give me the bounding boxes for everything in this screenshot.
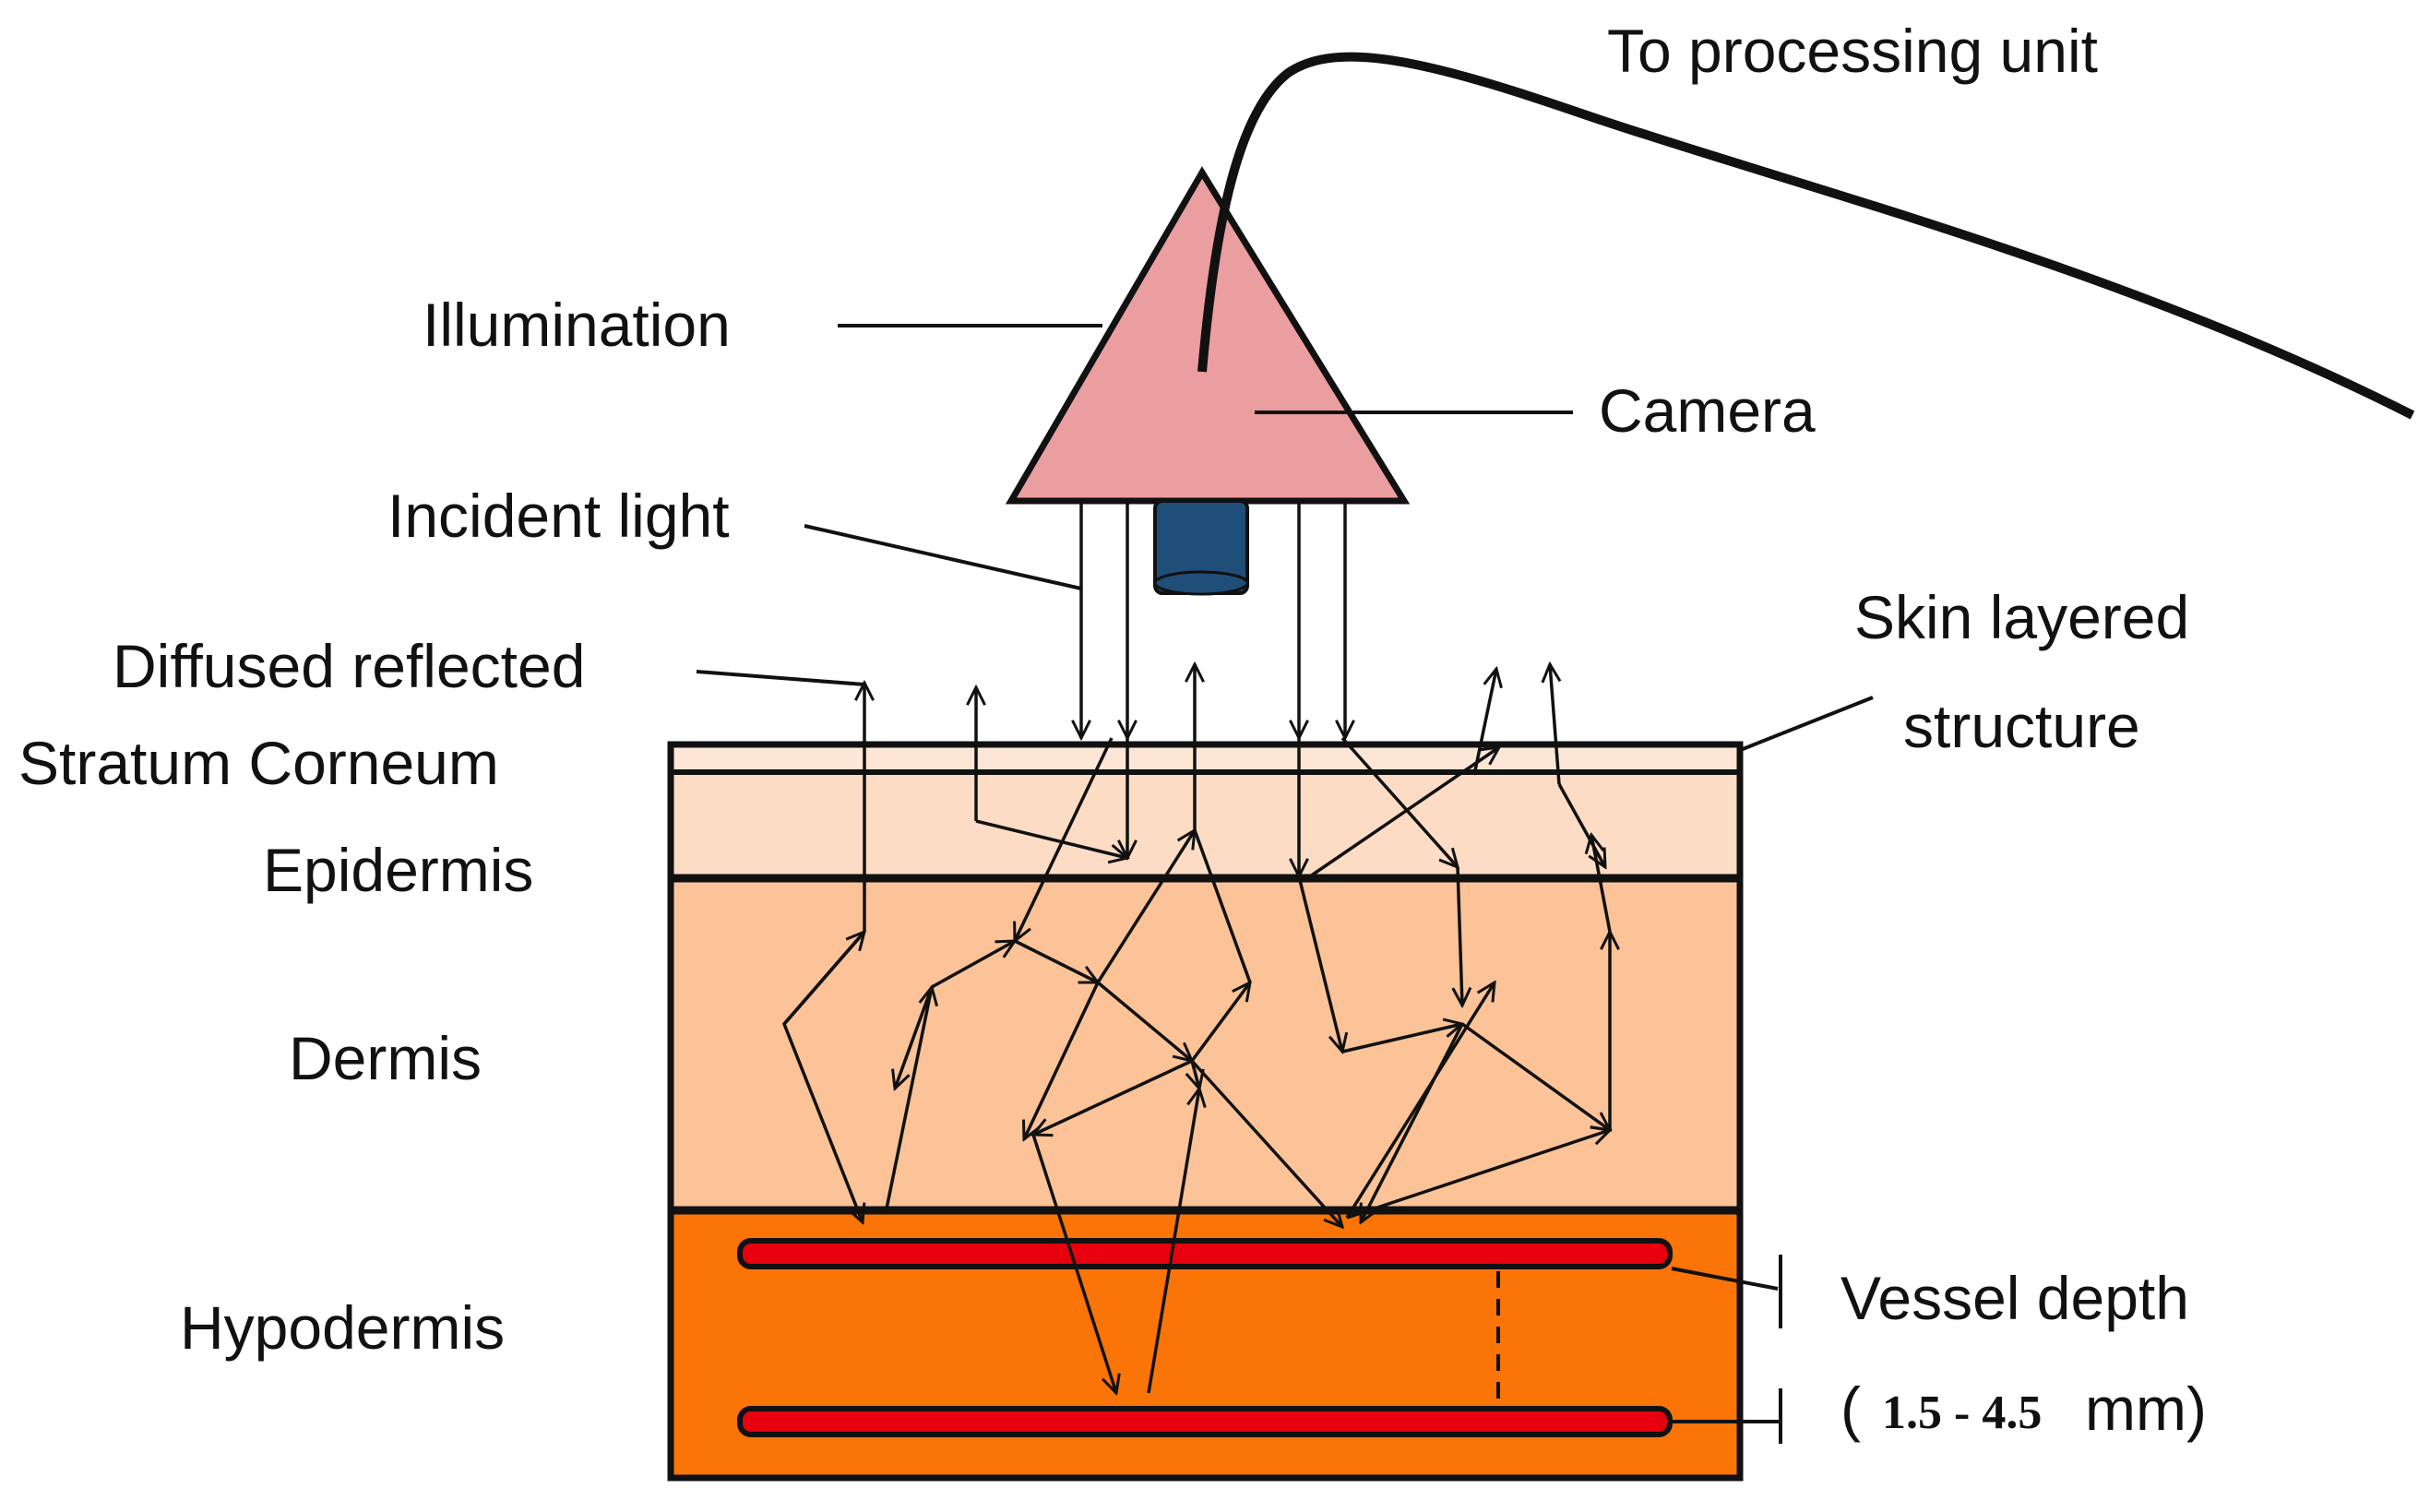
leader-lines: [696, 324, 1874, 1444]
leader-skin-structure: [1742, 696, 1874, 751]
leader-incident-light: [804, 524, 1082, 590]
label-illumination: Illumination: [423, 291, 731, 359]
label-diffused-reflected: Diffused reflected: [113, 632, 585, 700]
label-skin-layered: Skin layered: [1854, 583, 2189, 651]
lens-rim: [1153, 570, 1249, 596]
label-incident-light: Incident light: [387, 482, 730, 550]
label-to-processing-unit: To processing unit: [1607, 17, 2098, 85]
blood-vessels: [737, 1238, 1673, 1437]
label-hypodermis: Hypodermis: [180, 1293, 505, 1362]
label-stratum-corneum: Stratum Corneum: [18, 729, 499, 797]
leader-diffused-reflected: [696, 670, 865, 686]
label-structure: structure: [1903, 692, 2140, 760]
stratum-corneum-layer: [671, 744, 1740, 772]
label-dermis: Dermis: [289, 1024, 482, 1092]
vessel-upper: [737, 1238, 1673, 1269]
labels: To processing unit Illumination Camera I…: [18, 17, 2207, 1443]
label-epidermis: Epidermis: [263, 836, 533, 904]
label-depth-open-paren: (: [1840, 1375, 1861, 1443]
scattered-light-paths: [781, 664, 1610, 1393]
leader-vessel-upper: [1671, 1267, 1779, 1291]
skin-outline: [667, 741, 1744, 1482]
skin-block: [667, 741, 1744, 1482]
incident-light-rays: [1081, 501, 1345, 738]
label-depth-range: 1.5 - 4.5: [1882, 1387, 2042, 1439]
cable-icon: [1197, 52, 2415, 420]
label-vessel-depth: Vessel depth: [1840, 1264, 2189, 1332]
label-camera: Camera: [1599, 376, 1816, 445]
vessel-lower: [737, 1406, 1673, 1437]
label-depth-unit: mm): [2085, 1375, 2207, 1443]
camera-unit: [1005, 52, 2415, 596]
